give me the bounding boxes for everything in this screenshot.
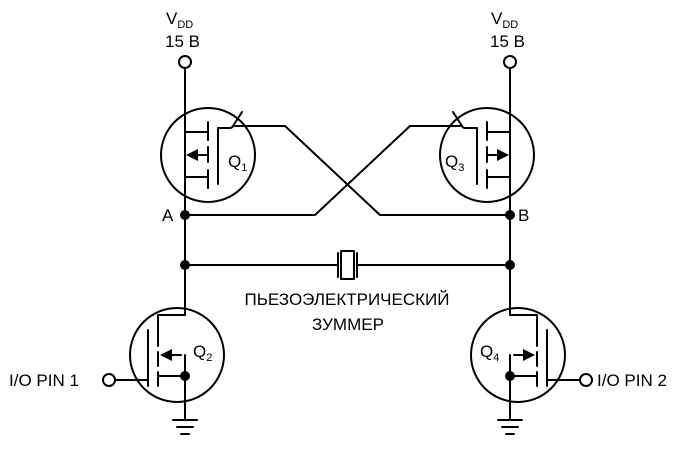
q3-label: Q3	[445, 152, 464, 174]
q1-body	[160, 107, 256, 203]
q2-drain-lead	[157, 314, 186, 333]
q4-label: Q4	[480, 342, 499, 364]
q4-transistor: Q4	[470, 307, 581, 421]
buzzer-label-line1: ПЬЕЗОЭЛЕКТРИЧЕСКИЙ	[245, 290, 450, 309]
q2-transistor: Q2	[114, 307, 225, 421]
io-pin2-label: I/O PIN 2	[597, 371, 667, 390]
q3-body	[439, 107, 535, 203]
buzzer-crystal	[340, 250, 355, 280]
node-b-label: B	[518, 206, 529, 225]
vdd-right-label: VDD	[491, 9, 518, 31]
buzzer-label-line2: ЗУММЕР	[312, 315, 384, 334]
q4-source-junction	[505, 371, 515, 381]
q4-body	[470, 307, 566, 403]
q2-source-junction	[180, 371, 190, 381]
node-a-junction	[180, 210, 190, 220]
q2-label: Q2	[193, 342, 212, 364]
vdd-right-terminal	[503, 55, 517, 69]
q2-source-lead	[157, 375, 186, 421]
vdd-left-label: VDD	[166, 9, 193, 31]
io-pin1-label: I/O PIN 1	[9, 371, 79, 390]
io-pin1-terminal	[102, 373, 116, 387]
q1-label: Q1	[228, 152, 247, 174]
vdd-right-voltage: 15 В	[490, 32, 525, 51]
q1-arrow	[186, 149, 198, 161]
q4-arrow	[523, 349, 535, 361]
piezo-buzzer	[337, 250, 358, 280]
q3-transistor: Q3	[439, 107, 535, 203]
q4-drain-lead	[509, 314, 538, 333]
q3-arrow	[497, 149, 509, 161]
q4-source-lead	[509, 375, 538, 421]
q2-body	[129, 307, 225, 403]
node-a-label: A	[162, 206, 174, 225]
io-pin2-terminal	[579, 373, 593, 387]
vdd-left-terminal	[178, 55, 192, 69]
ground-right-icon	[497, 419, 523, 435]
ground-left-icon	[172, 419, 198, 435]
node-b-junction	[505, 210, 515, 220]
q3-gate-to-a-wire	[184, 125, 463, 216]
vdd-left-voltage: 15 В	[165, 32, 200, 51]
q1-transistor: Q1	[160, 107, 256, 203]
q2-arrow	[160, 349, 172, 361]
q1-gate-to-b-wire	[232, 125, 511, 216]
